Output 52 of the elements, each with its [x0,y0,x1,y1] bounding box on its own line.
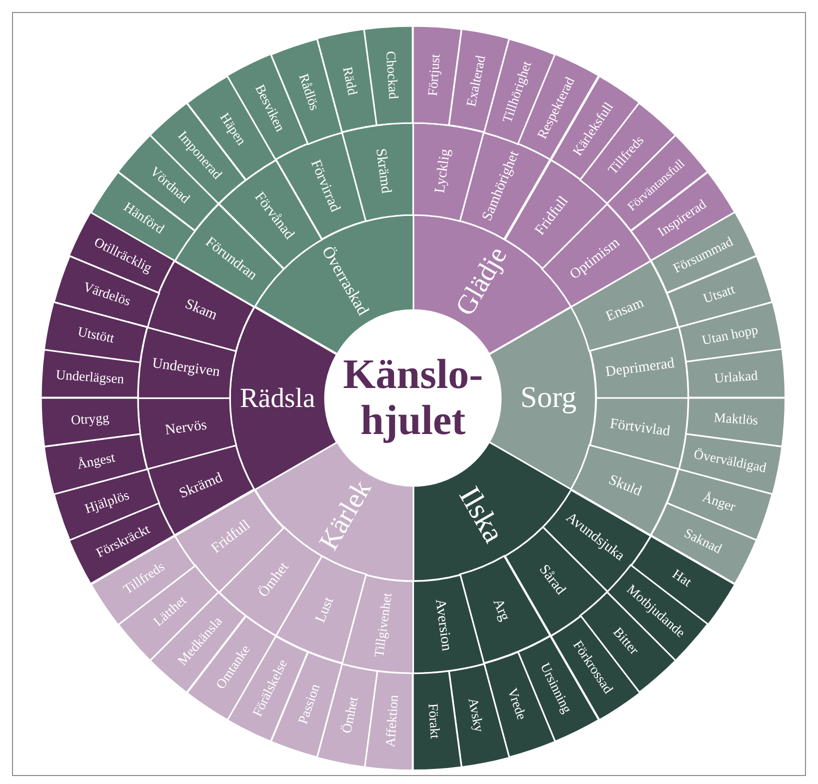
emotion-label: Lust [314,594,337,624]
emotion-label: Utan hopp [701,322,760,348]
emotion-label: Lycklig [432,148,453,194]
emotion-label: Avsky [466,697,486,734]
emotion-label: Rädd [340,65,360,96]
wheel-segment [44,434,148,494]
emotion-label: Otrygg [70,411,110,428]
emotion-label: Passion [296,682,322,726]
emotion-label: Ensam [604,296,646,325]
emotion-label: Ånger [701,490,738,514]
emotion-label: Nervös [164,418,208,438]
wheel-segment [364,670,413,770]
emotion-label: Utsatt [702,282,737,306]
wheel-segment [342,123,413,222]
wheel-segment [150,102,246,204]
wheel-segment [686,349,785,398]
wheel-segment [342,574,413,673]
emotion-label: Exalterad [464,54,488,108]
emotion-label: Skrämd [372,148,394,194]
wheel-title: Känslo- hjulet [342,352,484,444]
emotion-label: Hjälplös [82,488,130,516]
emotion-label: Skam [183,297,220,324]
emotion-label: Rädsla [240,384,316,412]
wheel-segment [590,326,688,398]
emotion-label: Rådlös [296,72,322,112]
emotion-label: Ångest [76,450,116,472]
wheel-segment [138,398,236,470]
emotion-label: Urlakad [714,368,758,385]
emotion-label: Arg [490,596,512,623]
emotion-label: Aversion [432,598,454,652]
wheel-segment [590,398,688,470]
emotion-label: Maktlös [713,410,758,428]
emotion-label: Tillgivenhet [372,592,394,658]
emotion-label: Förtjust [426,54,442,97]
wheel-segment [448,664,510,767]
emotion-label: Sorg [520,383,577,413]
wheel-segment [413,574,484,673]
wheel-segment [678,302,782,362]
emotion-label: Vrede [505,686,529,722]
emotion-label: Chockad [384,50,400,100]
emotion-label: Undergiven [151,356,221,380]
emotion-label: Utstött [76,324,116,346]
emotion-label: Deprimerad [604,356,676,380]
emotion-label: Skuld [606,472,643,499]
wheel-segment [364,26,413,126]
emotion-label: Förtvivlad [609,416,671,439]
emotion-label: Underlägsen [56,368,125,386]
wheel-segment [316,29,378,132]
wheel-segment [138,326,236,398]
emotion-label: Ömhet [340,696,360,735]
emotion-label: Förakt [426,702,442,739]
emotion-label: Affektion [383,694,400,748]
